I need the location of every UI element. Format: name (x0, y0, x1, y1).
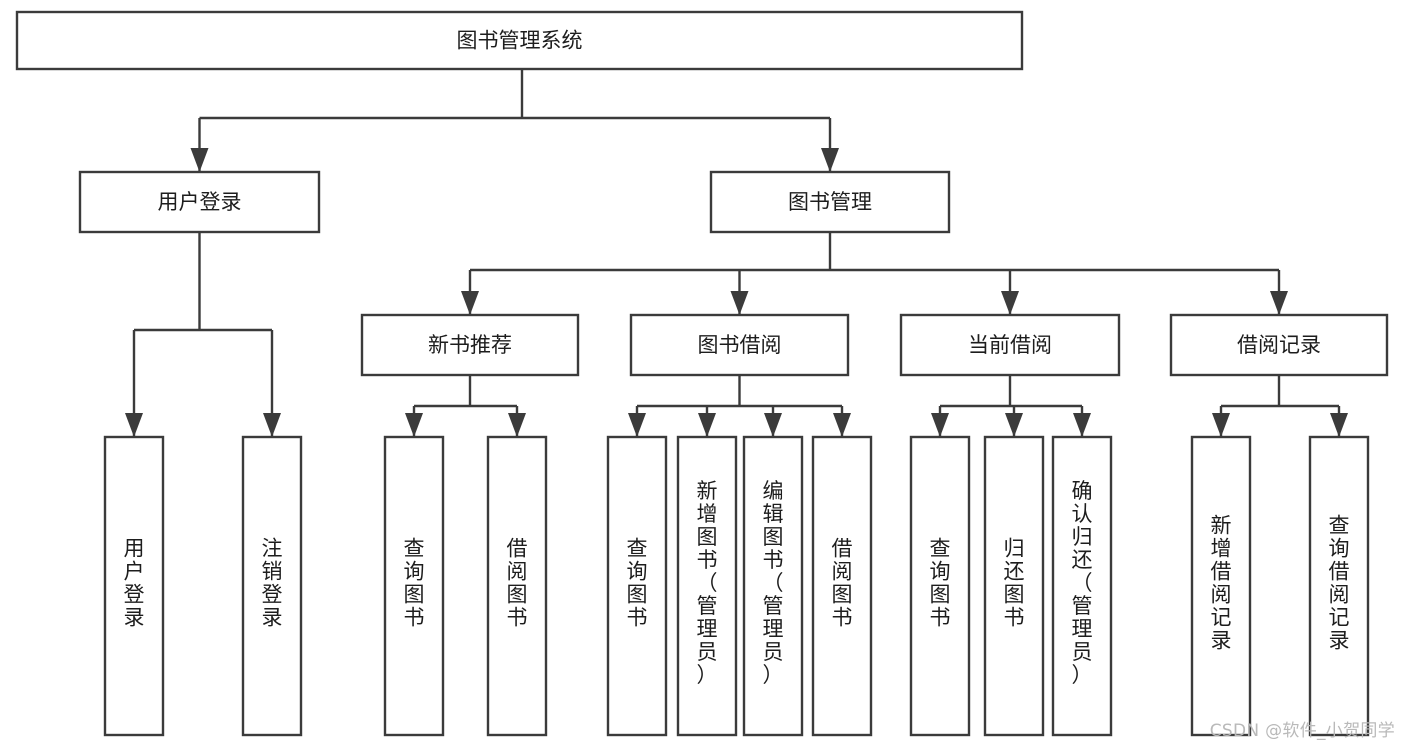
node-book-borrow[interactable]: 图书借阅 (629, 313, 850, 377)
node-label: 归还图书 (1004, 537, 1025, 630)
node-root[interactable]: 图书管理系统 (15, 10, 1024, 71)
arrow-head-icon (764, 413, 782, 437)
arrow-head-icon (833, 413, 851, 437)
node-leaf-query-book-2[interactable]: 查询图书 (606, 435, 668, 737)
node-label: 用户登录 (158, 190, 242, 214)
node-box (742, 435, 804, 737)
arrow-head-icon (263, 413, 281, 437)
node-leaf-return-book[interactable]: 归还图书 (983, 435, 1045, 737)
node-leaf-user-login[interactable]: 用户登录 (103, 435, 165, 737)
node-box (909, 435, 971, 737)
arrow-head-icon (1212, 413, 1230, 437)
edges-layer (125, 69, 1348, 437)
node-label: 新增借阅记录 (1211, 514, 1232, 653)
arrow-head-icon (125, 413, 143, 437)
arrow-head-icon (405, 413, 423, 437)
arrow-head-icon (190, 148, 209, 172)
node-leaf-borrow-book-1[interactable]: 借阅图书 (486, 435, 548, 737)
node-box (383, 435, 445, 737)
node-label: 新增图书（管理员） (697, 479, 718, 687)
arrow-head-icon (821, 148, 839, 172)
node-label: 图书管理 (788, 190, 872, 214)
node-box (15, 10, 1024, 71)
node-borrow-record[interactable]: 借阅记录 (1169, 313, 1389, 377)
node-box (811, 435, 873, 737)
arrow-head-icon (1005, 413, 1023, 437)
arrow-head-icon (1270, 291, 1288, 315)
node-leaf-query-borrow-record[interactable]: 查询借阅记录 (1308, 435, 1370, 737)
node-label: 图书借阅 (698, 333, 782, 357)
node-box (709, 170, 951, 234)
node-new-book-recommend[interactable]: 新书推荐 (360, 313, 580, 377)
arrow-head-icon (461, 291, 479, 315)
node-label: 查询图书 (404, 537, 425, 630)
arrow-head-icon (931, 413, 949, 437)
node-leaf-logout-login[interactable]: 注销登录 (241, 435, 303, 737)
node-box (1051, 435, 1113, 737)
node-box (606, 435, 668, 737)
arrow-head-icon (1330, 413, 1348, 437)
arrow-head-icon (698, 413, 716, 437)
node-box (78, 170, 321, 234)
node-current-borrow[interactable]: 当前借阅 (899, 313, 1121, 377)
node-leaf-query-book-3[interactable]: 查询图书 (909, 435, 971, 737)
node-leaf-borrow-book-2[interactable]: 借阅图书 (811, 435, 873, 737)
node-label: 确认归还（管理员） (1072, 479, 1093, 687)
node-leaf-add-borrow-record[interactable]: 新增借阅记录 (1190, 435, 1252, 737)
node-book-manage[interactable]: 图书管理 (709, 170, 951, 234)
node-label: 查询借阅记录 (1329, 514, 1350, 653)
node-label: 新书推荐 (428, 333, 512, 357)
node-label: 用户登录 (124, 537, 145, 630)
node-label: 借阅图书 (832, 537, 853, 630)
node-box (241, 435, 303, 737)
node-label: 图书管理系统 (457, 29, 583, 53)
node-label: 编辑图书（管理员） (763, 479, 784, 687)
node-box (1190, 435, 1252, 737)
arrow-head-icon (508, 413, 526, 437)
node-leaf-query-book-1[interactable]: 查询图书 (383, 435, 445, 737)
node-label: 查询图书 (627, 537, 648, 630)
arrow-head-icon (1073, 413, 1091, 437)
arrow-head-icon (730, 291, 749, 315)
node-leaf-confirm-return[interactable]: 确认归还（管理员） (1051, 435, 1113, 737)
node-leaf-add-book-admin[interactable]: 新增图书（管理员） (676, 435, 738, 737)
node-label: 借阅图书 (507, 537, 528, 630)
node-leaf-edit-book-admin[interactable]: 编辑图书（管理员） (742, 435, 804, 737)
node-user-login[interactable]: 用户登录 (78, 170, 321, 234)
arrow-head-icon (628, 413, 646, 437)
node-box (486, 435, 548, 737)
node-label: 查询图书 (930, 537, 951, 630)
node-box (629, 313, 850, 377)
node-box (103, 435, 165, 737)
node-box (1308, 435, 1370, 737)
node-label: 当前借阅 (968, 333, 1052, 357)
node-label: 借阅记录 (1237, 333, 1321, 357)
node-box (983, 435, 1045, 737)
node-box (1169, 313, 1389, 377)
arrow-head-icon (1001, 291, 1019, 315)
node-box (899, 313, 1121, 377)
node-box (360, 313, 580, 377)
nodes-layer: 图书管理系统用户登录图书管理新书推荐图书借阅当前借阅借阅记录用户登录注销登录查询… (15, 10, 1389, 737)
node-label: 注销登录 (262, 537, 283, 630)
node-box (676, 435, 738, 737)
